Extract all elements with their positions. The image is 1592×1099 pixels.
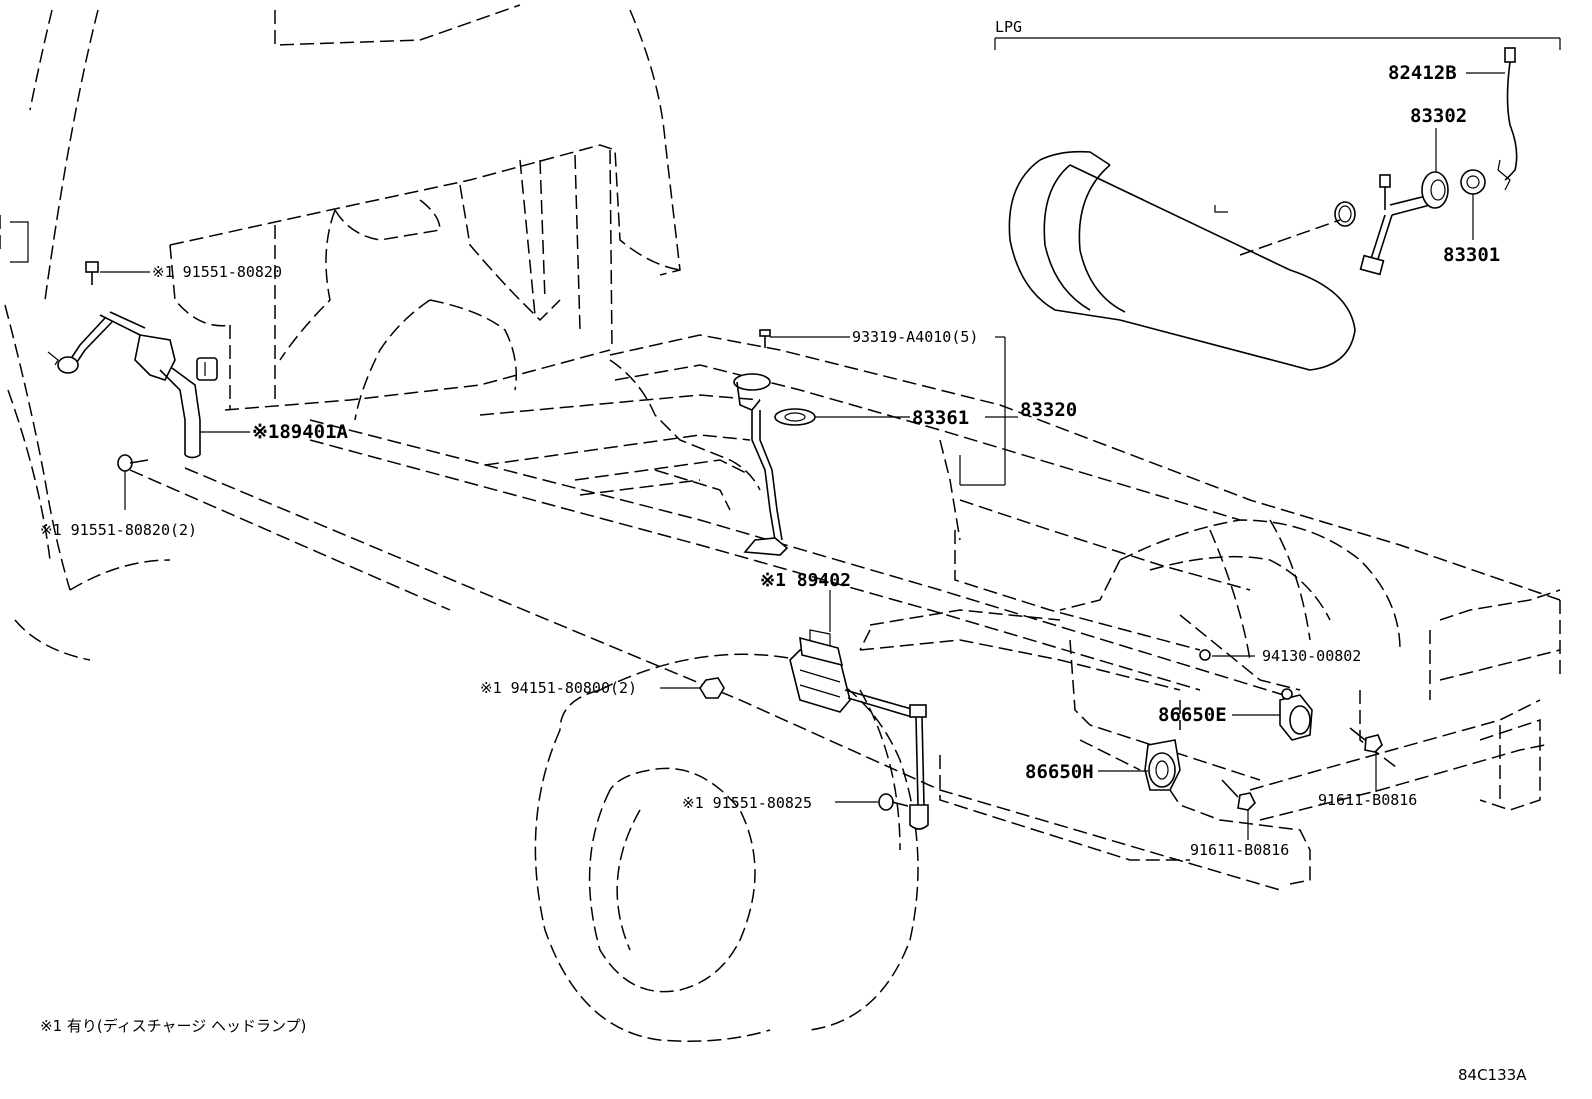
- part-number-89402: ※1 89402: [760, 570, 851, 591]
- part-number-94151-80800: ※1 94151-80800(2): [480, 679, 637, 697]
- part-labels: LPG 82412B 83302 83301 ※1 91551-80820 93…: [40, 18, 1527, 1084]
- footnote: ※1 有り(ディスチャージ ヘッドランプ): [40, 1017, 306, 1035]
- part-number-86650e: 86650E: [1158, 704, 1227, 726]
- lpg-tank: [1008, 150, 1356, 371]
- part-number-91551-80825: ※1 91551-80825: [682, 794, 812, 812]
- part-number-89401a: ※189401A: [252, 421, 349, 443]
- fuel-sender-gauge: [733, 329, 816, 556]
- part-number-91551-80820-top: ※1 91551-80820: [152, 263, 282, 281]
- part-number-91551-80820-2: ※1 91551-80820(2): [40, 521, 197, 539]
- rear-height-sensor: [699, 629, 929, 830]
- part-number-82412b: 82412B: [1388, 62, 1457, 84]
- part-number-83361: 83361: [912, 407, 969, 429]
- part-number-91611-b0816-bottom: 91611-B0816: [1190, 841, 1289, 859]
- diagram-code: 84C133A: [1458, 1066, 1527, 1084]
- part-number-93319-a4010: 93319-A4010(5): [852, 328, 978, 346]
- lpg-section-title: LPG: [995, 18, 1022, 36]
- leader-lines: [100, 37, 1561, 840]
- cab-outline: [0, 4, 681, 661]
- front-height-sensor: [47, 261, 218, 472]
- part-number-83302: 83302: [1410, 105, 1467, 127]
- part-number-83320: 83320: [1020, 399, 1077, 421]
- rear-fender: [1059, 519, 1401, 691]
- connectors: [1144, 649, 1383, 811]
- part-number-94130-00802: 94130-00802: [1262, 647, 1361, 665]
- front-tire: [534, 653, 919, 1042]
- lpg-gauge-sender: [1334, 47, 1518, 276]
- part-number-83301: 83301: [1443, 244, 1500, 266]
- part-number-86650h: 86650H: [1025, 761, 1094, 783]
- part-number-91611-b0816-right: 91611-B0816: [1318, 791, 1417, 809]
